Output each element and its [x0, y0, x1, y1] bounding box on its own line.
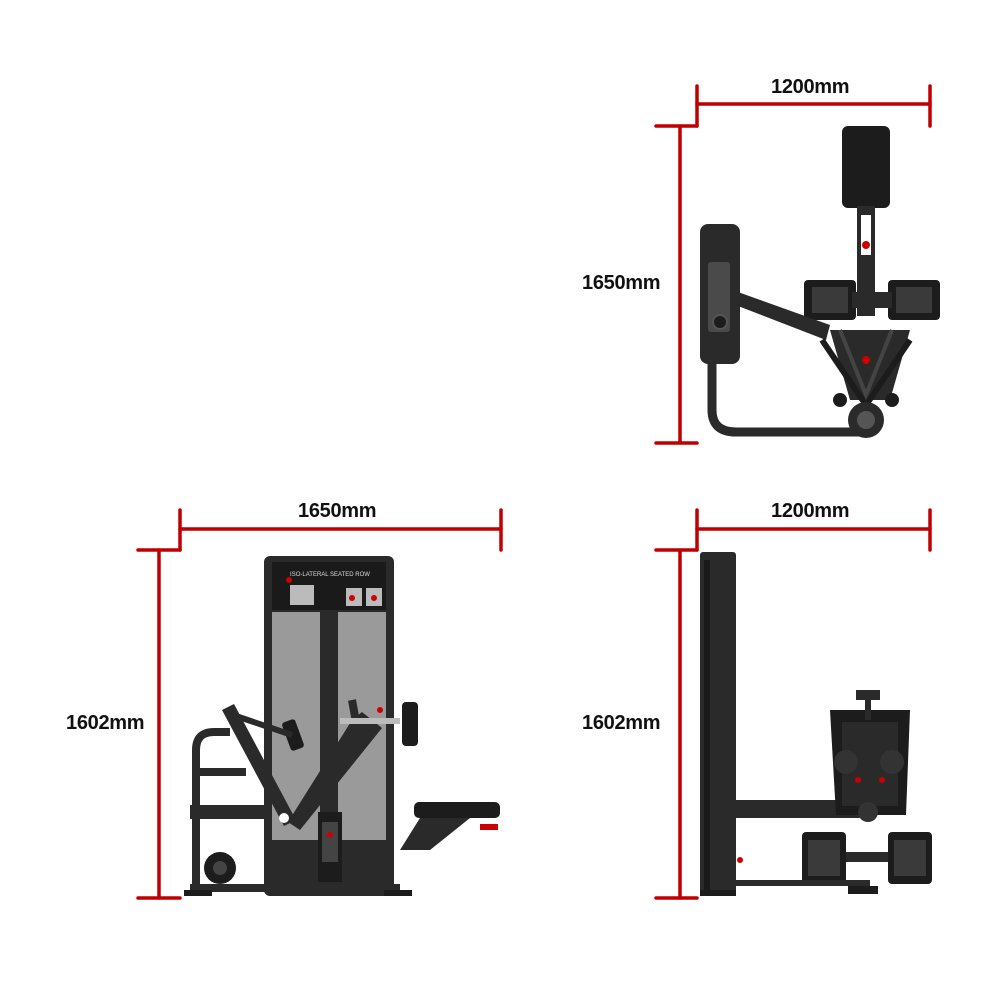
machine-front-view: ISO-LATERAL SEATED ROW: [184, 556, 500, 896]
front-view-height-label: 1602mm: [66, 712, 145, 734]
machine-top-view: [700, 126, 940, 438]
placard-title: ISO-LATERAL SEATED ROW: [290, 572, 370, 578]
top-view-width-line: [695, 84, 932, 128]
machine-side-view: [700, 552, 932, 896]
side-view-height-line: [654, 548, 699, 900]
side-view-width-line: [695, 508, 932, 552]
front-view-height-line: [136, 548, 182, 900]
top-view-width-label: 1200mm: [771, 76, 850, 98]
top-view-depth-label: 1650mm: [582, 272, 661, 294]
side-view-height-label: 1602mm: [582, 712, 661, 734]
top-view-depth-line: [654, 124, 699, 445]
front-view-width-label: 1650mm: [298, 500, 377, 522]
side-view-width-label: 1200mm: [771, 500, 850, 522]
front-view-width-line: [178, 508, 503, 552]
